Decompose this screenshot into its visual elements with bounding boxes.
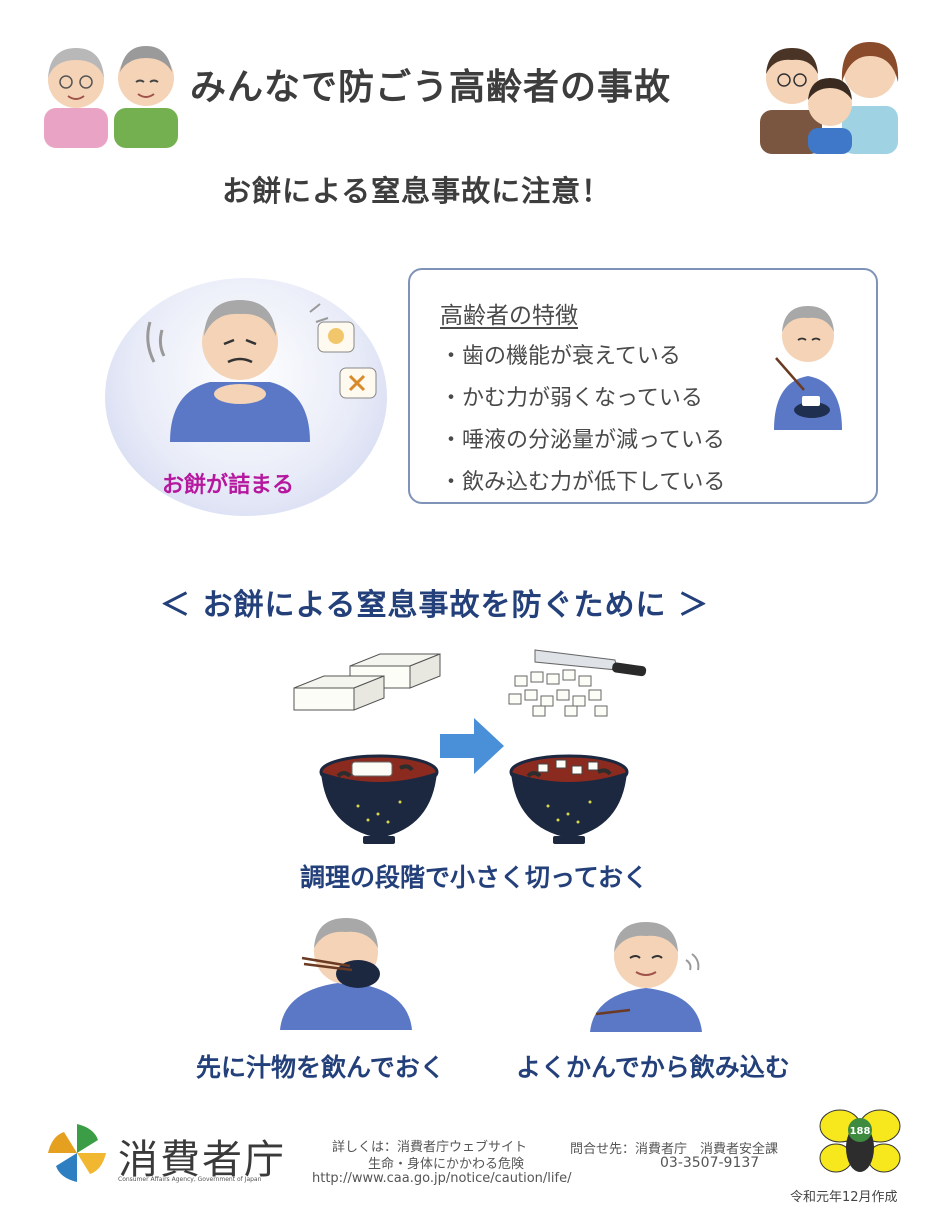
family-illustration (760, 42, 899, 154)
man-chewing-illustration (590, 922, 702, 1032)
mascot-number: 188 (850, 1126, 871, 1137)
feature-item-text: かむ力が弱くなっている (462, 386, 703, 411)
feature-item: ・飲み込む力が低下している (440, 464, 725, 496)
elderly-features-heading: 高齢者の特徴 (440, 303, 578, 329)
info-url-link[interactable]: http://www.caa.go.jp/notice/caution/life… (312, 1171, 572, 1186)
man-drinking-soup-illustration (280, 918, 412, 1030)
feature-item: ・唾液の分泌量が減っている (440, 422, 725, 454)
step-cut-small-label: 調理の段階で小さく切っておく (300, 863, 649, 892)
bullet: ・ (440, 344, 463, 369)
elderly-couple-illustration (44, 46, 178, 148)
info-line-1: 詳しくは：消費者庁ウェブサイト (332, 1140, 528, 1155)
contact-line: 問合せ先：消費者庁 消費者安全課 (570, 1142, 779, 1157)
bullet: ・ (440, 386, 463, 411)
feature-item-text: 唾液の分泌量が減っている (462, 428, 725, 453)
page-subtitle: お餅による窒息事故に注意！ (222, 174, 612, 208)
right-arrow-icon (440, 718, 504, 774)
contact-phone: 03-3507-9137 (660, 1155, 760, 1171)
feature-item-text: 歯の機能が衰えている (462, 344, 681, 369)
step-chew-well-label: よくかんでから飲み込む (516, 1053, 790, 1082)
cut-mochi-with-knife-illustration (508, 649, 647, 717)
bullet: ・ (440, 470, 463, 495)
whole-mochi-illustration (293, 653, 441, 711)
feature-item-text: 飲み込む力が低下している (462, 470, 726, 495)
soup-bowl-cut-mochi-illustration (509, 754, 629, 844)
prevention-heading: ＜ お餅による窒息事故を防ぐために ＞ (160, 588, 709, 623)
bullet: ・ (440, 428, 463, 453)
mascot-188-icon: 188 (819, 1109, 901, 1173)
elderly-eating-illustration (774, 306, 842, 430)
agency-logo-icon (48, 1124, 106, 1182)
created-date: 令和元年12月作成 (790, 1190, 898, 1205)
page-title: みんなで防ごう高齢者の事故 (190, 67, 672, 108)
agency-english-name: Consumer Affairs Agency, Government of J… (118, 1176, 262, 1183)
soup-bowl-whole-mochi-illustration (319, 754, 439, 844)
info-line-2: 生命・身体にかかわる危険 (368, 1157, 525, 1172)
choking-man-illustration (146, 300, 377, 442)
feature-item: ・かむ力が弱くなっている (440, 380, 703, 412)
step-soup-first-label: 先に汁物を飲んでおく (196, 1053, 445, 1082)
choking-label: お餅が詰まる (162, 473, 295, 498)
agency-name: 消費者庁 (118, 1137, 286, 1183)
feature-item: ・歯の機能が衰えている (440, 338, 681, 370)
